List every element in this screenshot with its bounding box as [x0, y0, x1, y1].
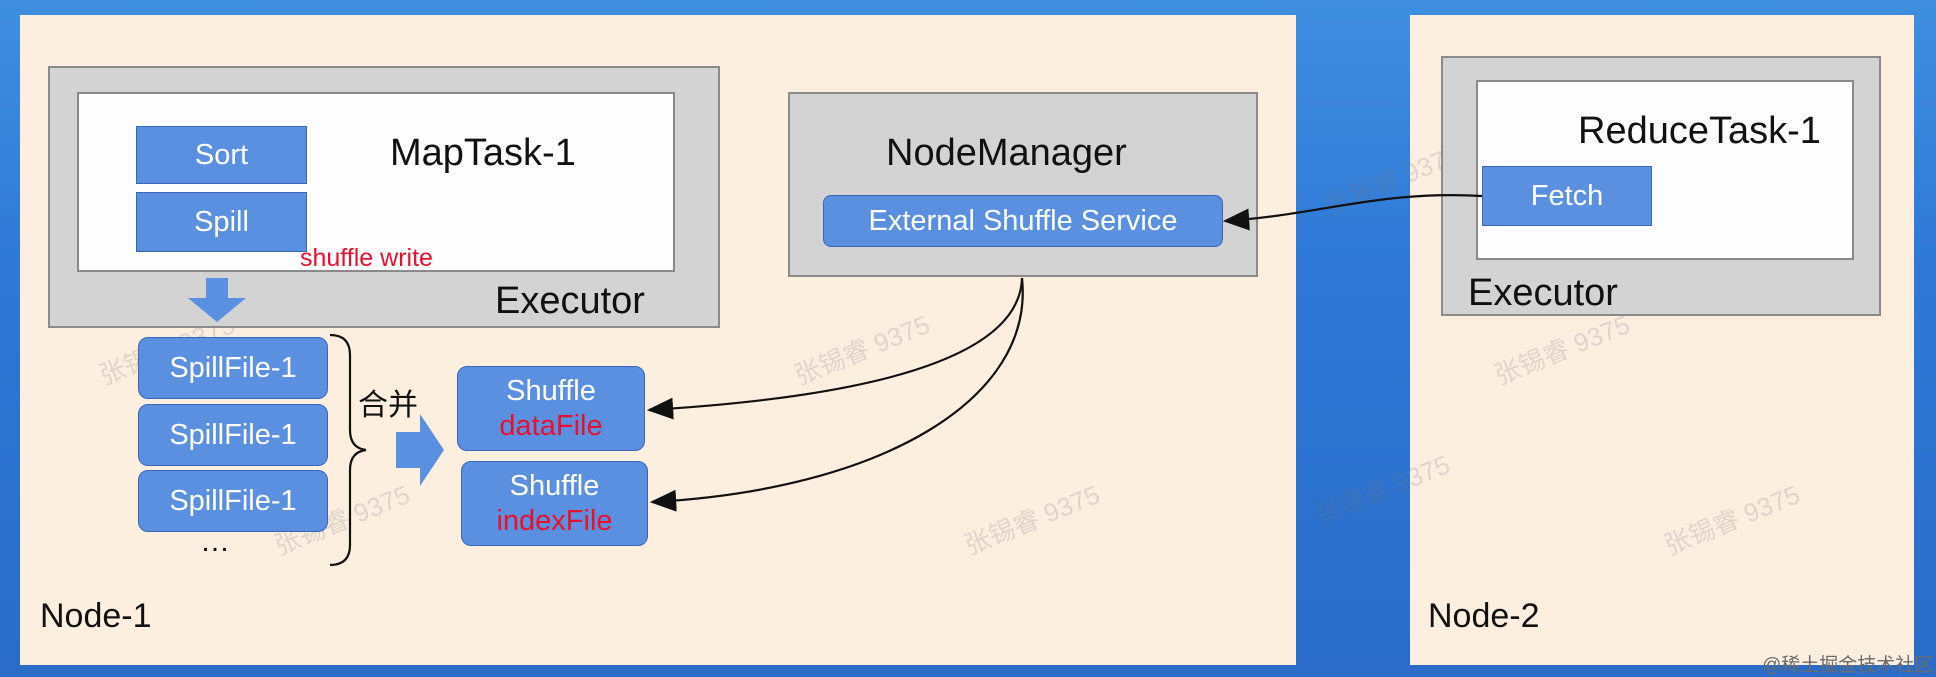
- spillfile-box: SpillFile-1: [138, 470, 328, 532]
- footer-credit: @稀土掘金技术社区: [1762, 655, 1934, 676]
- nodemanager-to-indexfile-arrow: [649, 277, 1024, 512]
- nodemanager-to-datafile-arrow: [646, 277, 1024, 420]
- shuffle-indexfile-line2: indexFile: [496, 504, 613, 537]
- shuffle-indexfile-line1: Shuffle: [509, 469, 600, 502]
- nodemanager-label: NodeManager: [886, 132, 1127, 174]
- merge-arrow: [396, 414, 444, 486]
- shuffle-datafile-box: Shuffle dataFile: [457, 366, 645, 451]
- shuffle-datafile-line1: Shuffle: [506, 374, 596, 407]
- shuffle-write-label: shuffle write: [300, 244, 433, 272]
- executor-node2-label: Executor: [1468, 272, 1618, 314]
- shuffle-datafile-line2: dataFile: [499, 409, 603, 442]
- maptask-label: MapTask-1: [390, 132, 576, 174]
- down-arrow: [188, 278, 246, 322]
- shuffle-indexfile-box: Shuffle indexFile: [461, 461, 648, 546]
- fetch-arrow: [1222, 193, 1483, 231]
- spillfile-box: SpillFile-1: [138, 404, 328, 466]
- fetch-box: Fetch: [1482, 166, 1652, 226]
- node-2-label: Node-2: [1428, 597, 1540, 635]
- executor-node1-label: Executor: [495, 280, 645, 322]
- reducetask-label: ReduceTask-1: [1578, 110, 1821, 152]
- node-1-label: Node-1: [40, 597, 152, 635]
- spill-box: Spill: [136, 192, 307, 252]
- spillfile-box: SpillFile-1: [138, 337, 328, 399]
- merge-label: 合并: [358, 389, 418, 422]
- sort-box: Sort: [136, 126, 307, 184]
- ellipsis: …: [200, 525, 230, 558]
- external-shuffle-service-box: External Shuffle Service: [823, 195, 1223, 247]
- curly-brace: [329, 333, 367, 567]
